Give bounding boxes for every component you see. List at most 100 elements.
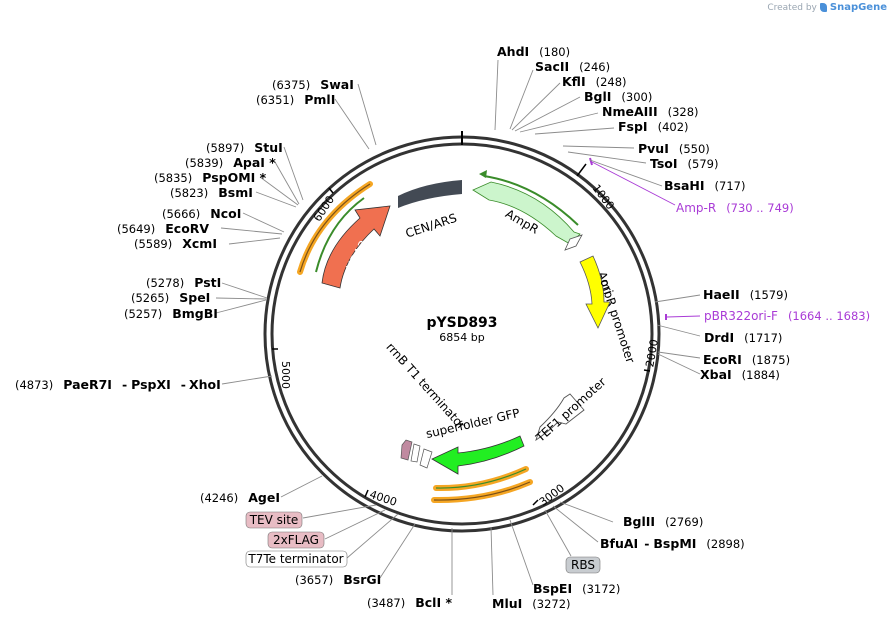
t7te-terminator-box[interactable] <box>245 550 348 568</box>
enzyme-bfuai-bspmi[interactable]: BfuAI-BspMI(2898) <box>600 536 745 551</box>
enzyme-stui[interactable]: (5897)StuI <box>206 140 283 155</box>
leader-ampr-primer <box>591 161 676 206</box>
primer-ampr[interactable]: Amp-R(730 .. 749) <box>676 201 794 215</box>
ori-feature[interactable] <box>579 255 611 329</box>
leader-bmgbi <box>215 299 267 314</box>
sfgfp-translation-orange-1 <box>433 466 529 492</box>
enzyme-apai[interactable]: (5839)ApaI * <box>185 155 276 170</box>
plasmid-name: pYSD893 <box>426 315 497 331</box>
tick-mark-1000 <box>576 163 587 177</box>
enzyme-pspomi[interactable]: (5835)PspOMI * <box>154 170 267 185</box>
leader-bfuai <box>552 505 599 543</box>
ura3-translation-green <box>315 197 365 273</box>
sfgfp-label: superfolder GFP <box>425 406 522 441</box>
tev-site-box[interactable] <box>245 511 303 529</box>
leader-apai <box>274 161 300 205</box>
leader-ecori <box>657 351 701 359</box>
leader-pbr322-primer <box>666 315 701 318</box>
rbs-box[interactable] <box>565 556 601 574</box>
tick-mark-3000 <box>532 499 539 506</box>
rbs-label: RBS <box>571 558 595 572</box>
enzyme-ahdi[interactable]: AhdI(180) <box>497 44 570 59</box>
leader-mlui <box>490 526 494 596</box>
enzyme-bcli[interactable]: (3487)BclI * <box>367 595 452 610</box>
leader-xcmi <box>228 237 281 245</box>
enzyme-drdi[interactable]: DrdI(1717) <box>704 330 782 345</box>
created-by-text: Created by <box>767 2 817 13</box>
sfgfp-translation-green-1 <box>435 468 527 489</box>
ampr-feature[interactable] <box>472 181 581 245</box>
enzyme-paer7i-pspxi-xhoi[interactable]: (4873)PaeR7I-PspXI-XhoI <box>15 377 221 392</box>
enzyme-tsoi[interactable]: TsoI(579) <box>650 156 718 171</box>
tick-mark-6000 <box>328 187 334 194</box>
enzyme-psti[interactable]: (5278)PstI <box>146 275 221 290</box>
leader-psti <box>221 282 268 299</box>
enzyme-haeii[interactable]: HaeII(1579) <box>703 287 788 302</box>
tev-site-label: TEV site <box>249 513 299 527</box>
ampr-promoter-feature[interactable] <box>564 234 583 251</box>
enzyme-bsmi[interactable]: (5823)BsmI <box>170 185 253 200</box>
leader-bsmi <box>255 191 297 208</box>
enzyme-ncoi[interactable]: (5666)NcoI <box>162 206 241 221</box>
enzyme-agei[interactable]: (4246)AgeI <box>200 490 280 505</box>
enzyme-bmgbi[interactable]: (5257)BmgBI <box>124 306 218 321</box>
ampr-primer-mark[interactable] <box>589 157 593 166</box>
cen-ars-label: CEN/ARS <box>404 211 459 241</box>
enzyme-bgli[interactable]: BglI(300) <box>584 89 652 104</box>
flag-box[interactable] <box>267 531 325 549</box>
enzyme-bsrgi[interactable]: (3657)BsrGI <box>295 572 381 587</box>
leader-ecorv <box>220 227 283 235</box>
rrnb-t1-terminator-feature[interactable] <box>419 448 433 469</box>
enzyme-fspi[interactable]: FspI(402) <box>618 119 689 134</box>
tef1-promoter-label: TEF1 promoter <box>533 375 609 446</box>
leader-spei <box>215 297 267 300</box>
tev-flag-feature[interactable] <box>400 439 413 461</box>
tick-label-6000: 6000 <box>311 193 337 224</box>
leader-tev <box>302 504 377 519</box>
tick-label-5000: 5000 <box>279 361 292 389</box>
t7te-feature[interactable] <box>410 443 421 463</box>
ura3-feature[interactable] <box>321 205 391 289</box>
enzyme-kfli[interactable]: KflI(248) <box>562 74 627 89</box>
enzyme-ecorv[interactable]: (5649)EcoRV <box>117 221 209 236</box>
tef1-promoter-feature[interactable] <box>535 393 585 442</box>
enzyme-sacii[interactable]: SacII(246) <box>535 59 610 74</box>
enzyme-swai[interactable]: (6375)SwaI <box>272 77 354 92</box>
leader-ahdi <box>494 59 499 131</box>
enzyme-bglii[interactable]: BglII(2769) <box>623 514 703 529</box>
enzyme-leader-lines <box>215 59 701 596</box>
cen-ars-feature[interactable] <box>398 180 462 208</box>
leader-agei <box>280 475 323 498</box>
enzyme-pmli[interactable]: (6351)PmlI <box>256 92 335 107</box>
leader-bgli <box>514 96 581 132</box>
enzyme-bspei[interactable]: BspEI(3172) <box>533 581 620 596</box>
leader-bglii <box>559 501 614 523</box>
leader-pspomi <box>259 176 299 206</box>
enzyme-mlui[interactable]: MluI(3272) <box>492 596 571 611</box>
leader-swai <box>357 83 377 146</box>
snapgene-brand-text: SnapGene <box>829 2 887 13</box>
enzyme-xbai[interactable]: XbaI(1884) <box>700 367 780 382</box>
ampr-translation-arrowhead <box>479 170 487 178</box>
flag-label: 2xFLAG <box>273 533 319 547</box>
enzyme-bsahi[interactable]: BsaHI(717) <box>664 178 745 193</box>
ura3-translation-brown <box>299 183 371 273</box>
leader-fspi <box>534 127 615 135</box>
enzyme-xcmi[interactable]: (5589)XcmI <box>134 236 217 251</box>
tick-mark-4000 <box>364 489 369 498</box>
enzyme-pvui[interactable]: PvuI(550) <box>638 141 710 156</box>
enzyme-spei[interactable]: (5265)SpeI <box>131 290 210 305</box>
primer-pbr322ori-f[interactable]: pBR322ori-F(1664 .. 1683) <box>704 309 870 323</box>
snapgene-logo-icon <box>819 3 827 12</box>
leader-flag <box>324 509 386 540</box>
leader-ncoi <box>242 212 285 233</box>
enzyme-nmeaiii[interactable]: NmeAIII(328) <box>602 104 699 119</box>
leader-kfli <box>511 82 561 131</box>
leader-nmeaiii <box>519 112 599 133</box>
leader-t7te <box>346 513 399 559</box>
leader-pmli <box>334 98 370 150</box>
enzyme-ecori[interactable]: EcoRI(1875) <box>703 352 790 367</box>
sfgfp-feature[interactable] <box>431 435 525 475</box>
t7te-terminator-label: T7Te terminator <box>247 552 343 566</box>
